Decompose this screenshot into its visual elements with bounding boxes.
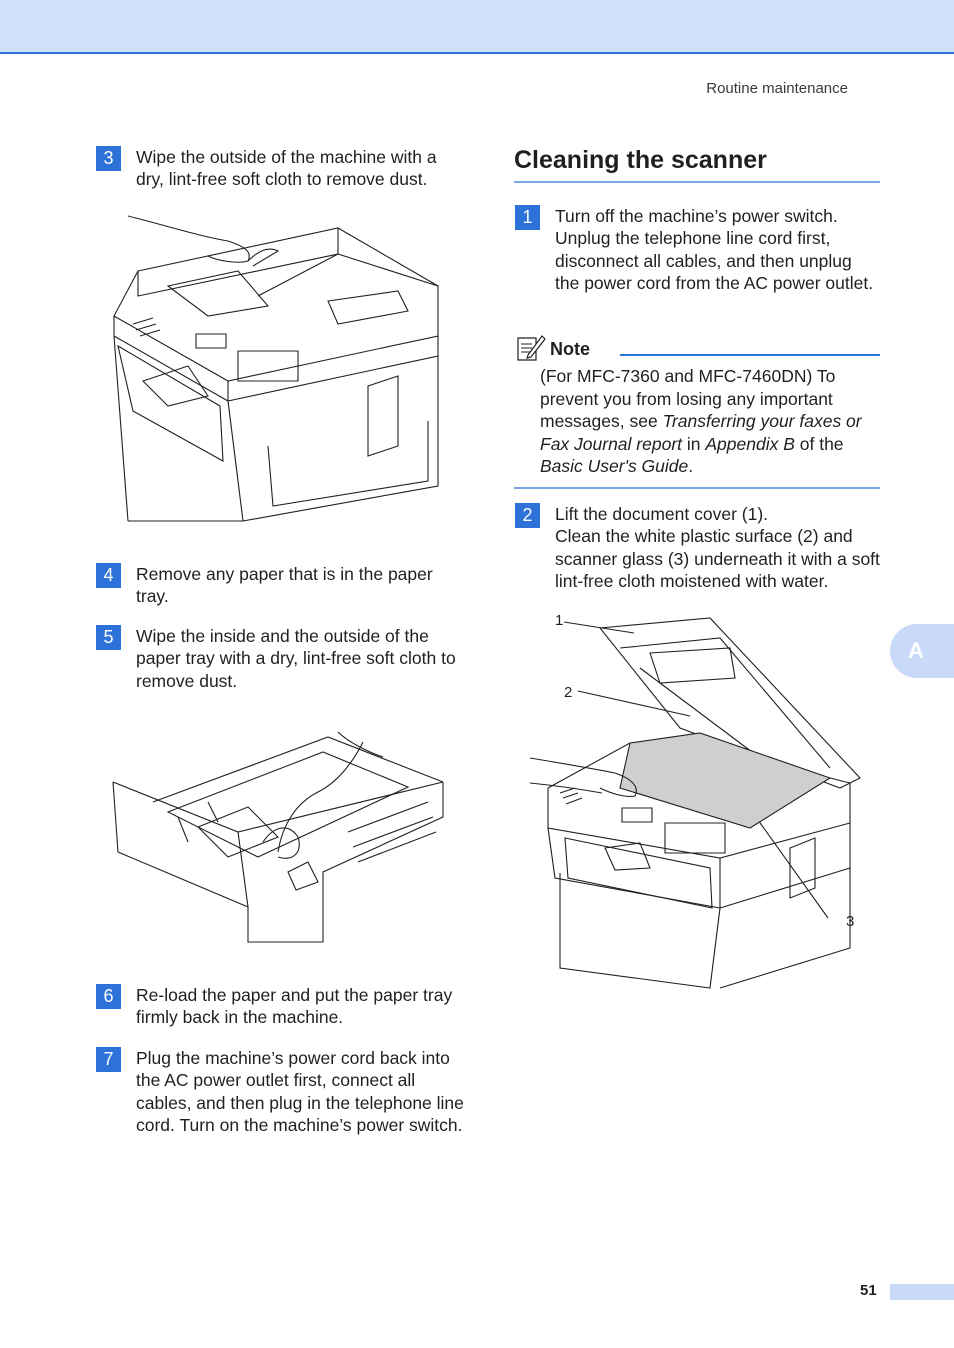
callout-1: 1 (555, 612, 564, 629)
callout-2: 2 (564, 684, 573, 701)
note-body: (For MFC-7360 and MFC-7460DN) To prevent… (540, 365, 885, 478)
section-title: Cleaning the scanner (514, 146, 767, 174)
step-text: Wipe the outside of the machine with a d… (136, 147, 437, 190)
step-number-badge: 7 (96, 1047, 121, 1072)
note-reference: Appendix B (705, 433, 795, 454)
note-text: of the (794, 433, 844, 454)
callout-3: 3 (846, 913, 855, 930)
step-number-badge: 6 (96, 984, 121, 1009)
note-text: . (688, 456, 694, 476)
step-number-badge: 3 (96, 146, 121, 171)
paper-tray-illustration (108, 722, 450, 948)
note-header: Note (516, 333, 880, 363)
step-text: Wipe the inside and the outside of the p… (136, 626, 456, 691)
top-header-band (0, 0, 954, 54)
page-number: 51 (860, 1282, 877, 1299)
step-text-line: Lift the document cover (1). (555, 504, 769, 524)
note-text: in (682, 433, 706, 454)
machine-wiping-illustration (108, 206, 454, 532)
step-text: Plug the machine’s power cord back into … (136, 1048, 464, 1135)
step-number-badge: 4 (96, 563, 121, 588)
note-label: Note (550, 339, 590, 359)
section-title-rule (514, 181, 880, 183)
step-text: Turn off the machine’s power switch. Unp… (555, 206, 874, 293)
step-text: Lift the document cover (1). Clean the w… (555, 503, 885, 592)
step-text: Remove any paper that is in the paper tr… (136, 564, 433, 607)
appendix-side-tab: A (890, 624, 954, 678)
running-head: Routine maintenance (706, 80, 848, 97)
note-bottom-rule (514, 487, 880, 489)
step-number-badge: 5 (96, 625, 121, 650)
step-number-badge: 2 (515, 503, 540, 528)
step-number-badge: 1 (515, 205, 540, 230)
page-number-bar (890, 1284, 954, 1300)
scanner-cleaning-illustration (530, 608, 864, 994)
note-header-rule (620, 354, 880, 356)
note-reference: Basic User's Guide (540, 456, 689, 476)
note-reference: Transferring your faxes or Fax Journal r… (540, 411, 862, 454)
step-text: Re-load the paper and put the paper tray… (136, 985, 453, 1028)
step-text-line: Clean the white plastic surface (2) and … (555, 526, 880, 591)
note-text: (For MFC-7360 and MFC-7460DN) To prevent… (540, 366, 836, 431)
note-pencil-icon (516, 333, 546, 363)
